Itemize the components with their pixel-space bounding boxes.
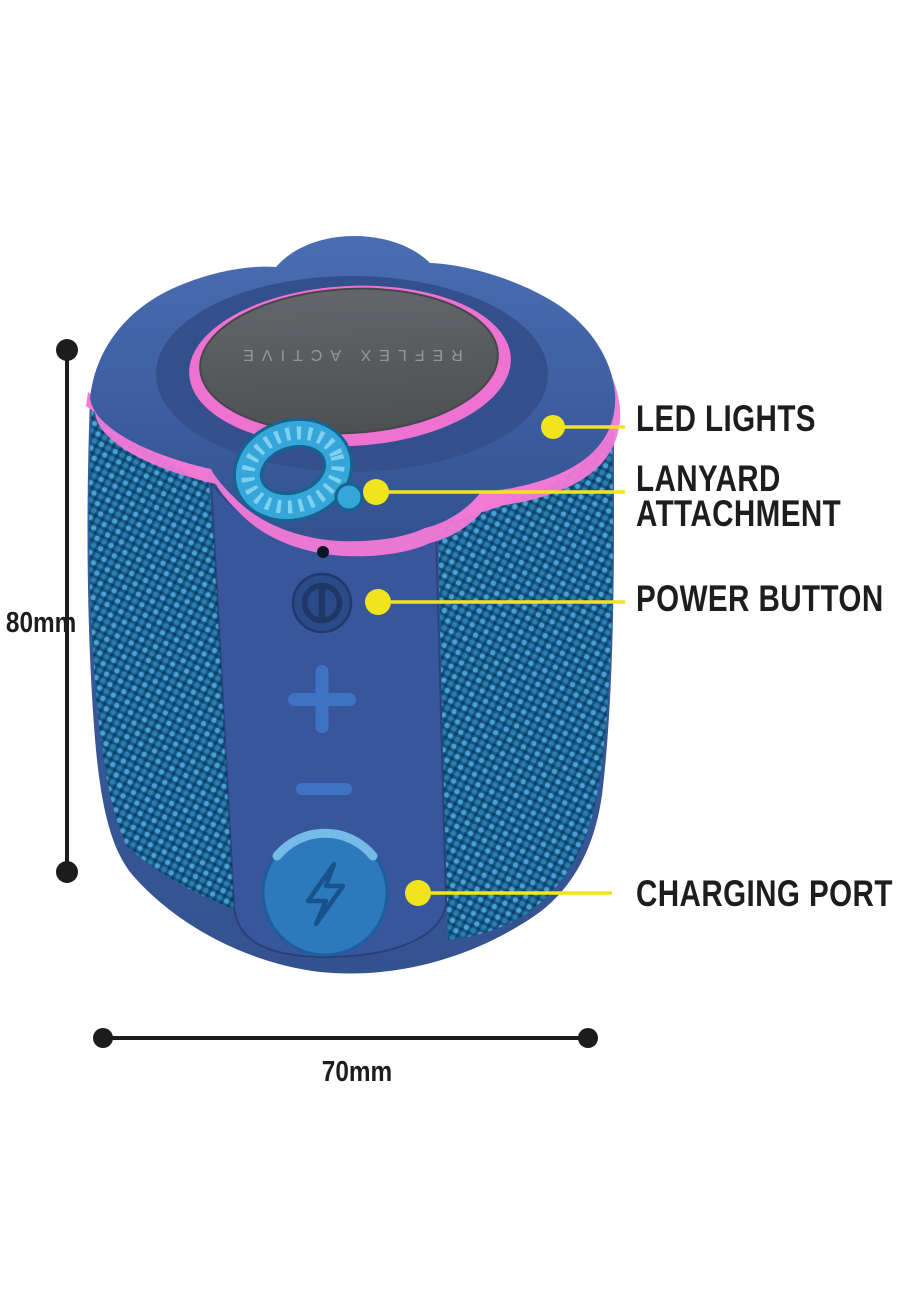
brand-text: REFLEX ACTIVE	[235, 346, 463, 363]
callout-label-led-lights: LED LIGHTS	[636, 398, 816, 439]
callout-label-lanyard-attachment: LANYARD ATTACHMENT	[636, 458, 842, 534]
dot-marker-icon	[541, 415, 565, 439]
power-button-control	[291, 572, 353, 634]
lightning-bolt-icon	[305, 861, 346, 927]
dot-marker-icon	[405, 880, 431, 906]
height-dimension-line	[56, 339, 78, 883]
width-dimension-line	[93, 1028, 598, 1048]
callout-label-charging-port: CHARGING PORT	[636, 873, 893, 914]
top-speaker-disc	[199, 287, 499, 435]
fabric-panel-right	[438, 412, 613, 940]
fabric-panel-left	[88, 404, 237, 910]
lanyard-loop	[232, 417, 364, 523]
height-dimension-label: 80mm	[5, 607, 77, 639]
callout-lines	[376, 425, 625, 895]
volume-up-button	[288, 665, 356, 733]
callout-label-power-button: POWER BUTTON	[636, 578, 884, 619]
charging-port-control	[261, 828, 389, 957]
power-icon	[301, 582, 343, 624]
mic-hole-icon	[317, 546, 329, 558]
dot-marker-icon	[365, 589, 391, 615]
volume-down-button	[296, 783, 352, 795]
width-dimension-label: 70mm	[321, 1056, 393, 1088]
callout-dots	[363, 415, 565, 906]
plus-icon	[288, 665, 356, 733]
minus-icon	[296, 783, 352, 795]
dot-marker-icon	[363, 479, 389, 505]
